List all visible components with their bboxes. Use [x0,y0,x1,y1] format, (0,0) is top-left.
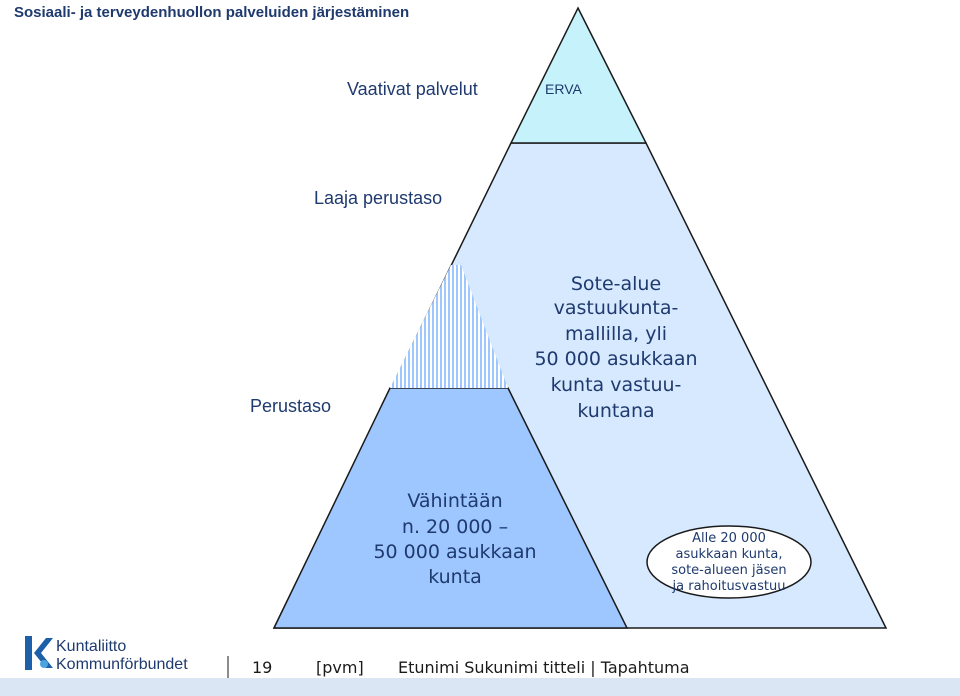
label-erva: ERVA [545,81,582,97]
label-laaja-perustaso: Laaja perustaso [314,188,442,208]
svg-text:Sote-alue: Sote-alue [571,273,661,295]
svg-text:asukkaan kunta,: asukkaan kunta, [676,547,783,562]
alle-ellipse [646,525,812,599]
svg-text:vastuukunta-: vastuukunta- [554,297,679,319]
label-perustaso: Perustaso [250,396,331,416]
svg-text:n. 20 000 –: n. 20 000 – [402,516,508,538]
svg-text:Kuntaliitto: Kuntaliitto [56,638,126,655]
svg-text:sote-alueen jäsen: sote-alueen jäsen [671,563,786,578]
svg-text:kuntana: kuntana [577,400,654,422]
footer-author-event: Etunimi Sukunimi titteli | Tapahtuma [398,658,690,677]
pyramid-hatched-region [390,265,508,388]
svg-text:ja rahoitusvastuu: ja rahoitusvastuu [672,579,786,594]
svg-text:Kommunförbundet: Kommunförbundet [56,656,188,673]
svg-text:50 000 asukkaan: 50 000 asukkaan [534,348,697,370]
svg-text:Alle 20 000: Alle 20 000 [692,531,766,546]
vahintaan-text: Vähintään n. 20 000 – 50 000 asukkaan ku… [373,490,536,588]
svg-text:kunta vastuu-: kunta vastuu- [551,374,682,396]
footer-bar [0,678,960,696]
kuntaliitto-logo: Kuntaliitto Kommunförbundet [25,636,188,673]
svg-text:50 000 asukkaan: 50 000 asukkaan [373,541,536,563]
svg-text:Vähintään: Vähintään [407,490,502,512]
pyramid-top-region [509,6,648,144]
svg-text:kunta: kunta [428,566,482,588]
sote-alue-text: Sote-alue vastuukunta- mallilla, yli 50 … [534,273,697,422]
logo-mark-icon [25,636,53,670]
svg-text:mallilla, yli: mallilla, yli [565,323,667,345]
footer-date: [pvm] [316,658,364,677]
page-title: Sosiaali- ja terveydenhuollon palveluide… [14,4,409,21]
label-vaativat-palvelut: Vaativat palvelut [347,79,478,99]
alle-text: Alle 20 000 asukkaan kunta, sote-alueen … [671,531,786,594]
footer-page-number: 19 [252,658,272,677]
